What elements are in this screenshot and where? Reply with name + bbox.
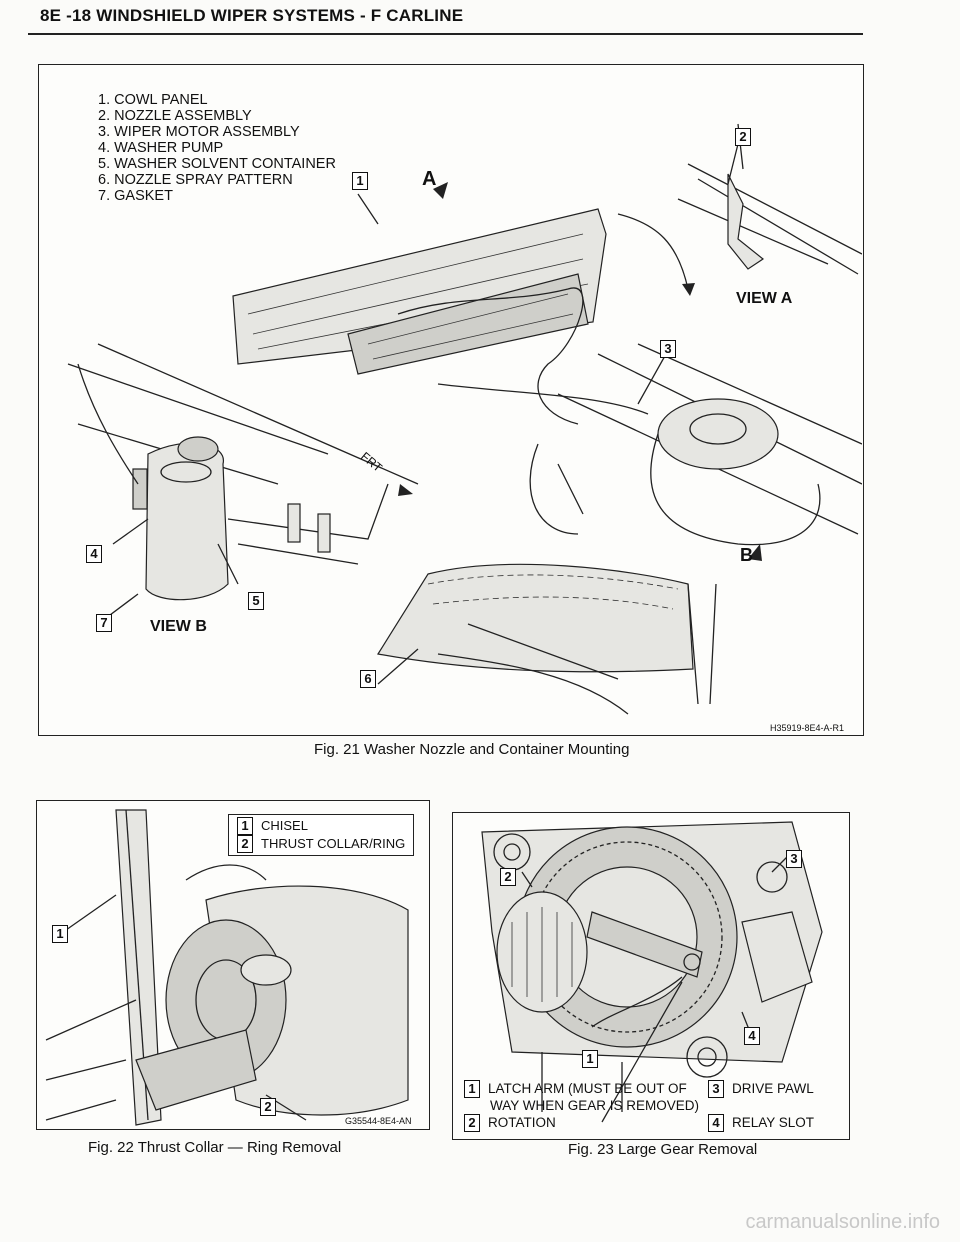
key-label: THRUST COLLAR/RING [261, 836, 406, 851]
key-row: 3 DRIVE PAWL [708, 1080, 814, 1098]
figure-23-key-right: 3 DRIVE PAWL 4 RELAY SLOT [708, 1080, 814, 1132]
callout-5: 5 [248, 592, 264, 610]
legend-item: 4. WASHER PUMP [98, 140, 224, 156]
marker-a: A [422, 168, 437, 190]
key-number: 1 [237, 817, 253, 835]
key-label: LATCH ARM (MUST BE OUT OF [488, 1081, 687, 1096]
marker-b: B [740, 545, 753, 565]
figure-22-illustration [45, 809, 409, 1126]
view-a-label: VIEW A [736, 290, 793, 307]
figure-21-legend: 1. COWL PANEL 2. NOZZLE ASSEMBLY 3. WIPE… [98, 92, 336, 204]
key-label-continued: WAY WHEN GEAR IS REMOVED) [490, 1098, 700, 1113]
figure-23-illustration [481, 821, 823, 1123]
figure-21-illustration [67, 123, 862, 715]
figure-22-caption: Fig. 22 Thrust Collar — Ring Removal [88, 1139, 342, 1156]
callout-4: 4 [86, 545, 102, 563]
key-label: RELAY SLOT [732, 1115, 815, 1130]
callout-3: 3 [786, 850, 802, 868]
key-number: 2 [464, 1114, 480, 1132]
key-row: 2 THRUST COLLAR/RING [237, 835, 405, 853]
legend-item: 3. WIPER MOTOR ASSEMBLY [98, 124, 300, 140]
callout-2: 2 [500, 868, 516, 886]
callout-2: 2 [260, 1098, 276, 1116]
key-number: 2 [237, 835, 253, 853]
page-header: 8E -18 WINDSHIELD WIPER SYSTEMS - F CARL… [40, 6, 464, 25]
legend-item: 6. NOZZLE SPRAY PATTERN [98, 172, 293, 188]
legend-item: 5. WASHER SOLVENT CONTAINER [98, 156, 336, 172]
callout-1: 1 [52, 925, 68, 943]
figure-23-caption: Fig. 23 Large Gear Removal [568, 1141, 758, 1158]
figure-23-key-left: 1 LATCH ARM (MUST BE OUT OF WAY WHEN GEA… [464, 1080, 699, 1132]
callout-1: 1 [582, 1050, 598, 1068]
figure-21-code: H35919-8E4-A-R1 [770, 723, 845, 733]
header-rule [28, 33, 863, 35]
figure-22-code: G35544-8E4-AN [345, 1116, 412, 1126]
key-label: ROTATION [488, 1115, 556, 1130]
key-row: 2 ROTATION [464, 1114, 699, 1132]
callout-3: 3 [660, 340, 676, 358]
watermark: carmanualsonline.info [745, 1211, 940, 1233]
key-row: 1 CHISEL [237, 817, 405, 835]
legend-item: 1. COWL PANEL [98, 92, 208, 108]
callout-6: 6 [360, 670, 376, 688]
key-label: CHISEL [261, 818, 308, 833]
key-row: 4 RELAY SLOT [708, 1114, 814, 1132]
key-row: 1 LATCH ARM (MUST BE OUT OF [464, 1080, 699, 1098]
callout-2: 2 [735, 128, 751, 146]
figure-22-key: 1 CHISEL 2 THRUST COLLAR/RING [228, 814, 415, 856]
view-b-label: VIEW B [150, 618, 207, 635]
key-number: 1 [464, 1080, 480, 1098]
legend-item: 7. GASKET [98, 188, 173, 204]
callout-7: 7 [96, 614, 112, 632]
key-number: 3 [708, 1080, 724, 1098]
callout-1: 1 [352, 172, 368, 190]
legend-item: 2. NOZZLE ASSEMBLY [98, 108, 252, 124]
callout-4: 4 [744, 1027, 760, 1045]
key-number: 4 [708, 1114, 724, 1132]
key-label: DRIVE PAWL [732, 1081, 814, 1096]
figure-21-caption: Fig. 21 Washer Nozzle and Container Moun… [314, 741, 630, 758]
